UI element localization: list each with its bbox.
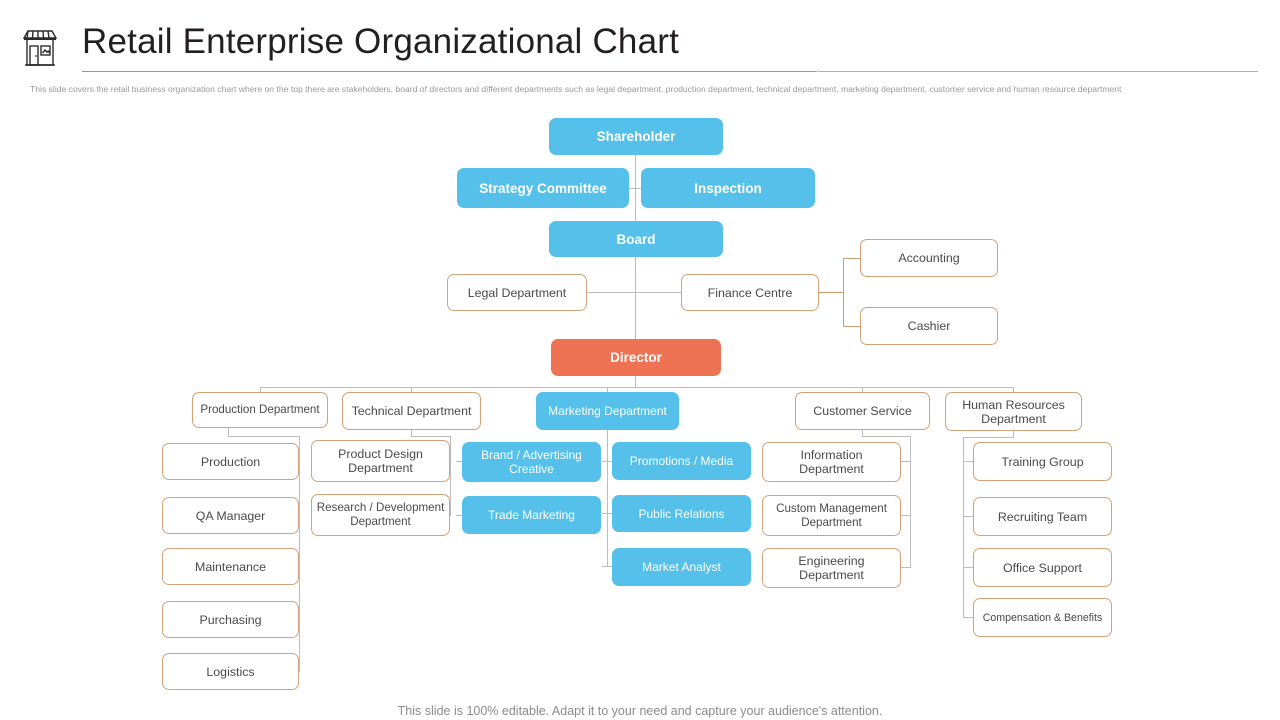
org-node-label: Finance Centre: [707, 285, 793, 300]
org-node-label: Customer Service: [813, 404, 912, 418]
org-node-label: Purchasing: [199, 612, 262, 627]
org-node-custom-management-department[interactable]: Custom Management Department: [762, 495, 901, 536]
org-node-public-relations[interactable]: Public Relations: [612, 495, 751, 532]
org-node-label: Technical Department: [351, 404, 472, 418]
org-node-logistics[interactable]: Logistics: [162, 653, 299, 690]
org-node-label: Training Group: [1001, 454, 1084, 469]
org-node-label: Legal Department: [467, 285, 567, 300]
org-node-legal-department[interactable]: Legal Department: [447, 274, 587, 311]
org-node-label: Compensation & Benefits: [982, 611, 1103, 624]
org-node-label: Cashier: [907, 319, 951, 333]
title-rule-orange: [82, 71, 817, 72]
org-node-label: Accounting: [898, 251, 960, 265]
org-node-brand-advertising-creative[interactable]: Brand / Advertising Creative: [462, 442, 601, 482]
org-node-label: Strategy Committee: [479, 180, 607, 196]
org-node-technical-department[interactable]: Technical Department: [342, 392, 481, 430]
org-node-research-development-department[interactable]: Research / Development Department: [311, 494, 450, 536]
org-node-board[interactable]: Board: [549, 221, 723, 257]
org-node-label: Brand / Advertising Creative: [481, 448, 582, 476]
org-node-product-design-department[interactable]: Product Design Department: [311, 440, 450, 482]
org-node-label: Director: [610, 350, 662, 365]
org-node-director[interactable]: Director: [551, 339, 721, 376]
org-node-production[interactable]: Production: [162, 443, 299, 480]
org-node-finance-centre[interactable]: Finance Centre: [681, 274, 819, 311]
org-node-production-department[interactable]: Production Department: [192, 392, 328, 428]
org-node-label: Office Support: [1003, 560, 1082, 575]
org-node-trade-marketing[interactable]: Trade Marketing: [462, 496, 601, 534]
org-node-marketing-department[interactable]: Marketing Department: [536, 392, 679, 430]
org-node-label: Recruiting Team: [997, 509, 1088, 524]
org-node-label: Market Analyst: [642, 560, 721, 574]
org-node-shareholder[interactable]: Shareholder: [549, 118, 723, 155]
org-node-compensation-benefits[interactable]: Compensation & Benefits: [973, 598, 1112, 637]
slide-footer: This slide is 100% editable. Adapt it to…: [397, 704, 883, 718]
title-rule-teal: [818, 71, 1258, 72]
org-node-label: Public Relations: [638, 506, 725, 521]
org-node-label: Production: [200, 454, 261, 469]
org-node-qa-manager[interactable]: QA Manager: [162, 497, 299, 534]
org-node-accounting[interactable]: Accounting: [860, 239, 998, 277]
org-node-market-analyst[interactable]: Market Analyst: [612, 548, 751, 586]
org-node-label: Product Design Department: [338, 447, 423, 475]
org-node-label: Shareholder: [596, 129, 676, 144]
org-node-label: Trade Marketing: [488, 508, 575, 522]
storefront-icon: [16, 24, 64, 72]
org-node-label: Production Department: [200, 403, 320, 416]
org-node-human-resources-department[interactable]: Human Resources Department: [945, 392, 1082, 431]
org-node-cashier[interactable]: Cashier: [860, 307, 998, 345]
org-node-recruiting-team[interactable]: Recruiting Team: [973, 497, 1112, 536]
org-node-inspection[interactable]: Inspection: [641, 168, 815, 208]
org-node-label: Promotions / Media: [629, 454, 734, 468]
org-node-label: Maintenance: [195, 559, 266, 574]
org-node-label: Engineering Department: [798, 554, 865, 582]
org-node-promotions-media[interactable]: Promotions / Media: [612, 442, 751, 480]
org-node-strategy-committee[interactable]: Strategy Committee: [457, 168, 629, 208]
org-node-maintenance[interactable]: Maintenance: [162, 548, 299, 585]
org-node-purchasing[interactable]: Purchasing: [162, 601, 299, 638]
org-node-label: Custom Management Department: [776, 501, 887, 529]
org-node-label: QA Manager: [195, 508, 266, 523]
org-node-label: Information Department: [799, 448, 864, 476]
page-title: Retail Enterprise Organizational Chart: [82, 22, 680, 61]
org-node-customer-service[interactable]: Customer Service: [795, 392, 930, 430]
org-node-engineering-department[interactable]: Engineering Department: [762, 548, 901, 588]
slide-subtitle: This slide covers the retail business or…: [30, 84, 1122, 94]
org-node-label: Human Resources Department: [962, 397, 1065, 426]
org-node-label: Research / Development Department: [316, 501, 445, 528]
org-node-label: Inspection: [694, 180, 762, 196]
org-node-label: Logistics: [206, 664, 255, 679]
org-node-office-support[interactable]: Office Support: [973, 548, 1112, 587]
org-node-training-group[interactable]: Training Group: [973, 442, 1112, 481]
org-node-information-department[interactable]: Information Department: [762, 442, 901, 482]
org-node-label: Board: [616, 231, 656, 247]
org-node-label: Marketing Department: [548, 404, 667, 418]
